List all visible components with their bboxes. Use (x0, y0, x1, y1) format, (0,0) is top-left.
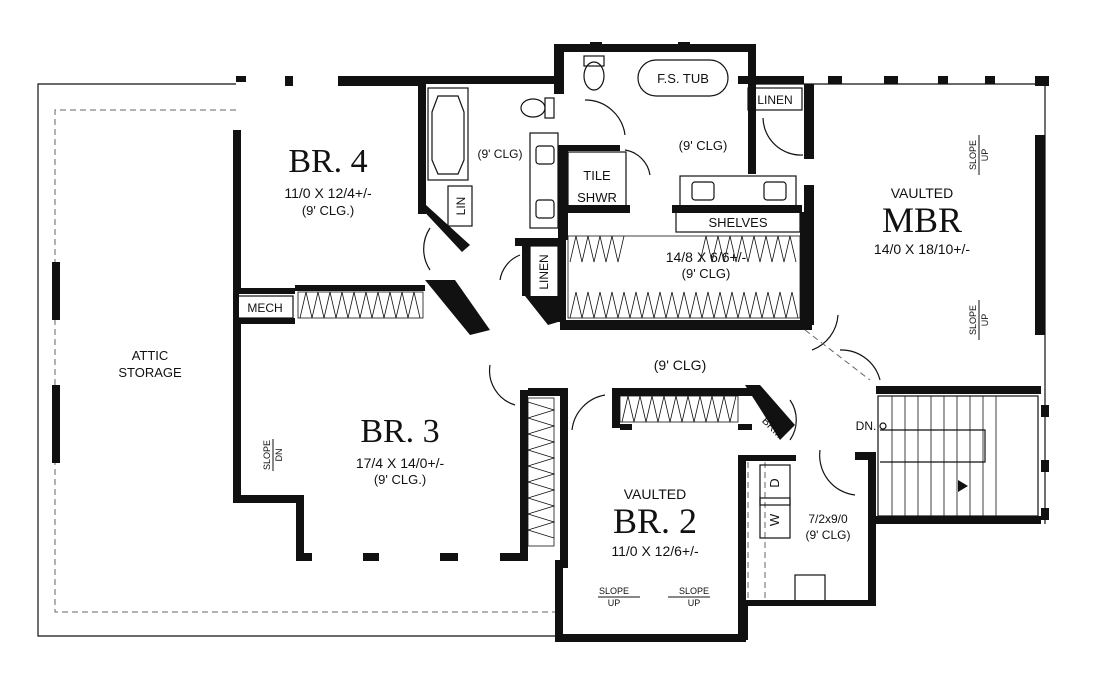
mbr-prefix: VAULTED (891, 185, 954, 201)
slope-br2-left: SLOPE UP (598, 586, 640, 608)
svg-text:UP: UP (980, 149, 990, 162)
lin-label: LIN (454, 197, 468, 216)
mech-label: MECH (247, 301, 282, 315)
svg-text:SLOPE: SLOPE (968, 305, 978, 335)
fixture-labels: MECH LIN LINEN LINEN F.S. TUB TILE SHWR … (247, 71, 887, 526)
br2-prefix: VAULTED (624, 486, 687, 502)
svg-text:UP: UP (688, 598, 701, 608)
bath-ceiling: (9' CLG) (679, 138, 728, 153)
shelves-box (675, 211, 801, 233)
linen-bath-label: LINEN (757, 93, 792, 107)
doors (423, 99, 881, 496)
attic-label-1: ATTIC (132, 348, 169, 363)
br4-ceiling: (9' CLG.) (302, 203, 354, 218)
washer-label: W (767, 513, 782, 526)
linen-bath-box (747, 87, 803, 111)
hall-ceiling: (9' CLG) (654, 357, 706, 373)
closet-rods (297, 235, 801, 547)
svg-text:UP: UP (980, 314, 990, 327)
mbr-size: 14/0 X 18/10+/- (874, 241, 970, 257)
laundry-size: 7/2x9/0 (808, 512, 848, 526)
fixtures (427, 55, 1039, 604)
slope-mbr-bottom: SLOPE UP (968, 300, 990, 340)
shower-box (567, 151, 627, 209)
linen-hall-label: LINEN (537, 254, 551, 289)
mbr-name: MBR (882, 200, 962, 240)
linen-hall-box (529, 245, 559, 299)
closet-ceiling: (9' CLG) (682, 266, 731, 281)
mech-box (236, 295, 294, 319)
br2-name: BR. 2 (613, 501, 697, 541)
slope-markers: SLOPE DN SLOPE UP SLOPE UP SLOPE UP SLOP… (262, 135, 990, 608)
slope-mbr-top: SLOPE UP (968, 135, 990, 175)
stairs-label: DN. (856, 419, 877, 433)
lin-box (447, 185, 473, 227)
slope-br2-right: SLOPE UP (668, 586, 710, 608)
stairs-marker (879, 422, 887, 430)
closet-size: 14/8 X 6/6+/- (666, 249, 747, 265)
br3-size: 17/4 X 14/0+/- (356, 455, 445, 471)
attic-label-2: STORAGE (118, 365, 182, 380)
svg-text:SLOPE: SLOPE (262, 440, 272, 470)
shower-label-2: SHWR (577, 190, 617, 205)
br3-ceiling: (9' CLG.) (374, 472, 426, 487)
br4-name: BR. 4 (288, 143, 367, 180)
bath4-ceiling: (9' CLG) (478, 147, 523, 161)
svg-text:SLOPE: SLOPE (679, 586, 709, 596)
svg-text:SLOPE: SLOPE (968, 140, 978, 170)
br4-size: 11/0 X 12/4+/- (284, 185, 372, 201)
laundry-ceiling: (9' CLG) (806, 528, 851, 542)
svg-text:UP: UP (608, 598, 621, 608)
slope-br3: SLOPE DN (262, 439, 284, 471)
svg-text:SLOPE: SLOPE (599, 586, 629, 596)
tub-label: F.S. TUB (657, 71, 709, 86)
walls (52, 42, 1049, 642)
br2-size: 11/0 X 12/6+/- (611, 543, 699, 559)
room-labels: ATTIC STORAGE BR. 4 11/0 X 12/4+/- (9' C… (118, 138, 970, 559)
shower-label-1: TILE (583, 168, 611, 183)
svg-text:DN: DN (274, 449, 284, 462)
attic-outline (37, 83, 556, 637)
br3-name: BR. 3 (360, 413, 439, 450)
dryer-label: D (767, 478, 782, 487)
shelves-label: SHELVES (708, 215, 767, 230)
